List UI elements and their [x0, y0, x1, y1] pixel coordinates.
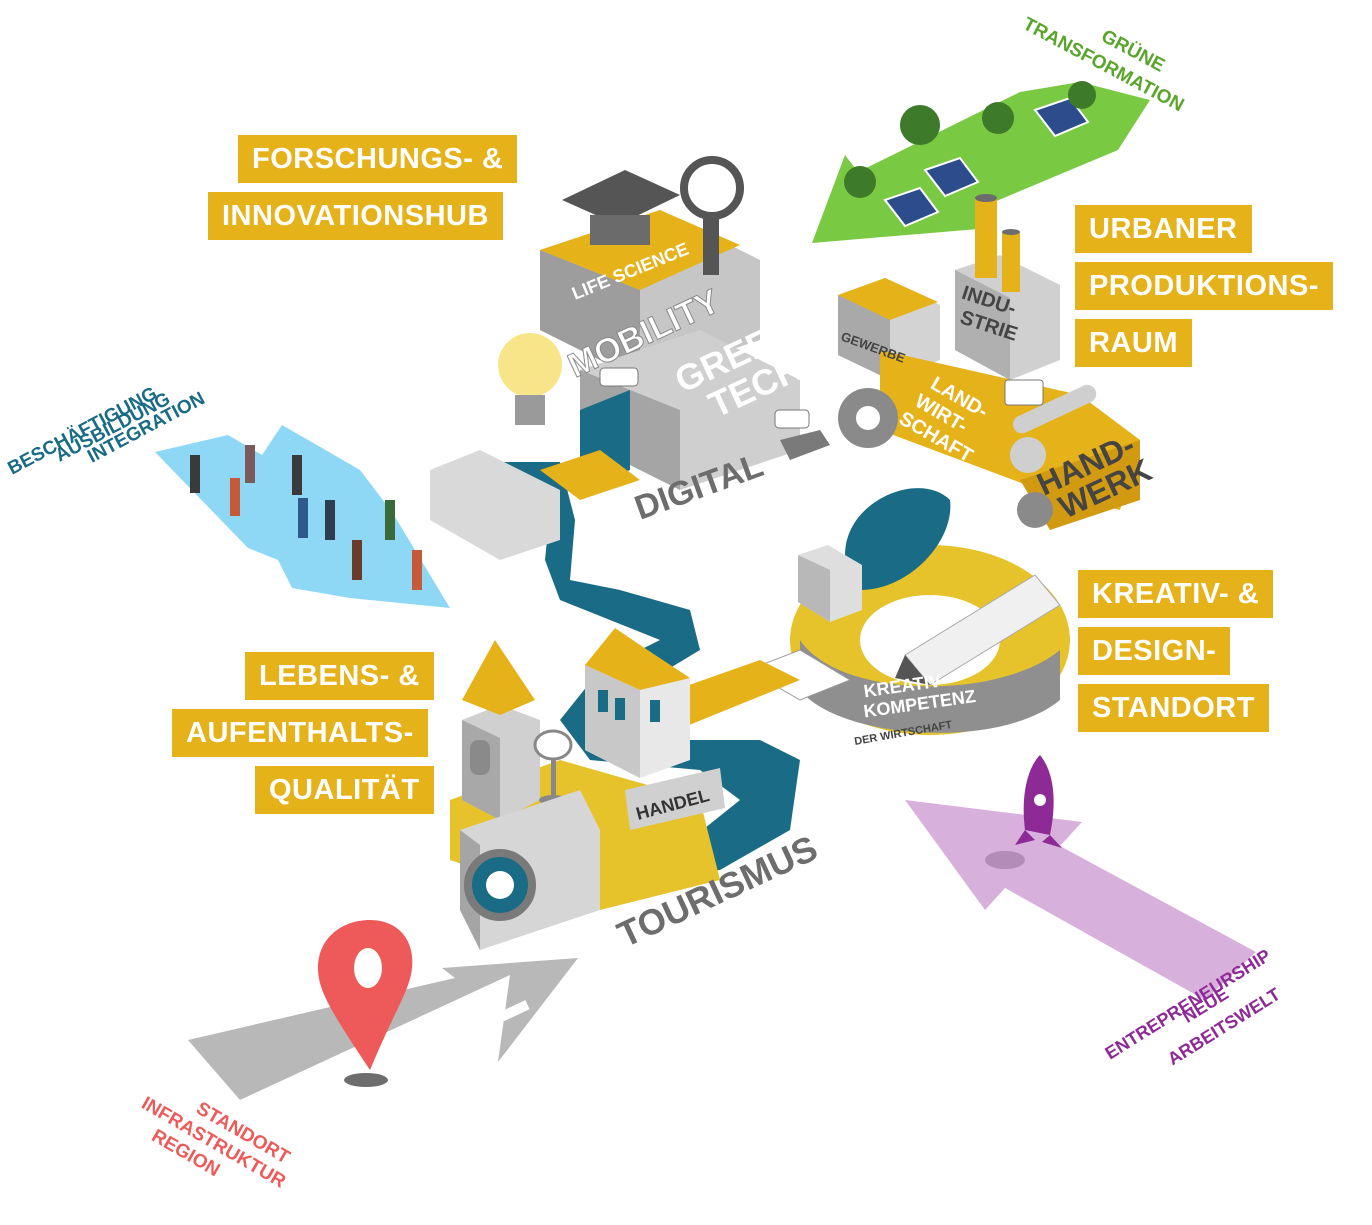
forschung-label-line2: INNOVATIONSHUB [208, 192, 503, 240]
urbaner-label-line3: RAUM [1075, 319, 1192, 367]
lebens-label-line3: QUALITÄT [255, 766, 434, 814]
kreativ-label-line2: DESIGN- [1078, 627, 1231, 675]
solar-panel-icons [883, 96, 1090, 228]
kreativ-label-line3: STANDORT [1078, 684, 1269, 732]
creative-cluster [746, 488, 1070, 735]
research-building [430, 156, 830, 560]
tourism-cluster [450, 628, 725, 950]
lebens-label-line1: LEBENS- & [245, 652, 434, 700]
tree-icons [844, 81, 1096, 198]
rocket-icon [985, 755, 1062, 869]
beschaeftigung-label: BESCHÄFTIGUNG AUSBILDUNG INTEGRATION [4, 383, 208, 479]
urbaner-label-line1: URBANER [1075, 205, 1252, 253]
forschung-label-line1: FORSCHUNGS- & [238, 135, 518, 183]
kreativ-label-line1: KREATIV- & [1078, 570, 1274, 618]
production-building [838, 194, 1140, 530]
entrepreneurship-arrow [905, 800, 1256, 1000]
lebens-label-line2: AUFENTHALTS- [172, 709, 428, 757]
people-icons [190, 445, 422, 590]
urbaner-label-line2: PRODUKTIONS- [1075, 262, 1333, 310]
standort-label: STANDORT INFRASTRUKTUR REGION [138, 1093, 294, 1193]
location-pin-icon [318, 920, 413, 1087]
